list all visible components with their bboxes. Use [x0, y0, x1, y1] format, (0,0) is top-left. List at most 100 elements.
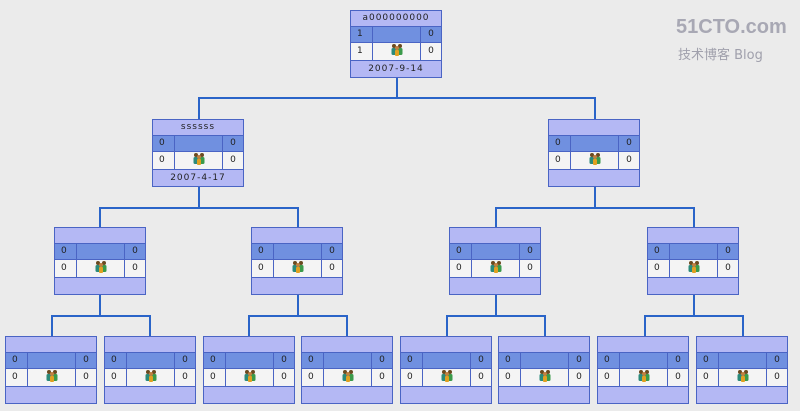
node-footer	[204, 387, 294, 403]
users-icon	[637, 369, 651, 389]
node-title	[697, 337, 787, 353]
node-cell: 0	[450, 260, 472, 277]
users-icon	[687, 260, 701, 280]
users-icon	[588, 152, 602, 172]
node-cell: 0	[55, 260, 77, 277]
node-footer: 2007-4-17	[170, 173, 226, 183]
node-cell: 0	[450, 244, 472, 259]
node-cell: 0	[598, 353, 620, 368]
connector-line	[495, 295, 497, 316]
node-footer: 2007-9-14	[368, 64, 424, 74]
node-title	[252, 228, 342, 244]
connector-line	[297, 295, 299, 316]
node-cell: 0	[725, 246, 731, 256]
node-cell: 0	[576, 372, 582, 382]
node-title	[105, 337, 195, 353]
node-cell: 0	[329, 246, 335, 256]
node-footer	[105, 387, 195, 403]
node-title	[598, 337, 688, 353]
node-cell: 0	[204, 369, 226, 386]
users-icon	[390, 43, 404, 63]
node-cell: 0	[499, 353, 521, 368]
node-footer	[450, 278, 540, 294]
node-cell: 0	[675, 355, 681, 365]
node-title: a000000000	[351, 11, 441, 27]
node-footer	[252, 278, 342, 294]
node-cell: 0	[379, 355, 385, 365]
users-icon	[538, 369, 552, 389]
node-footer	[401, 387, 491, 403]
connector-line	[297, 207, 299, 227]
node-title	[450, 228, 540, 244]
connector-line	[198, 97, 200, 119]
node-cell: 0	[132, 263, 138, 273]
connector-line	[544, 315, 546, 336]
connector-line	[99, 207, 101, 227]
node-cell: 0	[132, 246, 138, 256]
node-cell: 1	[351, 43, 373, 60]
node-cell: 0	[401, 369, 423, 386]
node-cell: 0	[281, 372, 287, 382]
node-cell: 0	[774, 355, 780, 365]
connector-line	[149, 315, 151, 336]
node-title	[55, 228, 145, 244]
node-cell: 0	[527, 263, 533, 273]
node-cell: 0	[182, 355, 188, 365]
users-icon	[736, 369, 750, 389]
node-cell: 0	[401, 353, 423, 368]
node-title	[302, 337, 392, 353]
node-cell: 0	[626, 155, 632, 165]
node-title	[401, 337, 491, 353]
node-cell: 0	[527, 246, 533, 256]
users-icon	[45, 369, 59, 389]
node-title	[499, 337, 589, 353]
connector-line	[495, 207, 497, 227]
node-cell: 0	[478, 355, 484, 365]
node-cell: 0	[697, 369, 719, 386]
connector-line	[693, 207, 695, 227]
connector-line	[446, 315, 546, 317]
node-footer	[648, 278, 738, 294]
node-cell: 0	[105, 353, 127, 368]
node-cell: 0	[774, 372, 780, 382]
node-cell: 0	[204, 353, 226, 368]
node-title	[549, 120, 639, 136]
node-cell: 0	[302, 353, 324, 368]
node-cell: 0	[576, 355, 582, 365]
connector-line	[644, 315, 646, 336]
node-footer	[598, 387, 688, 403]
node-cell: 1	[351, 27, 373, 42]
connector-line	[99, 295, 101, 316]
node-cell: 0	[230, 138, 236, 148]
connector-line	[594, 187, 596, 208]
connector-line	[594, 97, 596, 119]
watermark-logo: 51CTO.com	[676, 16, 787, 38]
node-cell: 0	[6, 353, 28, 368]
connector-line	[51, 315, 53, 336]
node-title	[6, 337, 96, 353]
node-cell: 0	[55, 244, 77, 259]
connector-line	[495, 207, 695, 209]
users-icon	[341, 369, 355, 389]
node-cell: 0	[478, 372, 484, 382]
node-cell: 0	[697, 353, 719, 368]
node-cell: 0	[153, 136, 175, 151]
node-cell: 0	[83, 355, 89, 365]
connector-line	[99, 207, 299, 209]
node-cell: 0	[428, 29, 434, 39]
